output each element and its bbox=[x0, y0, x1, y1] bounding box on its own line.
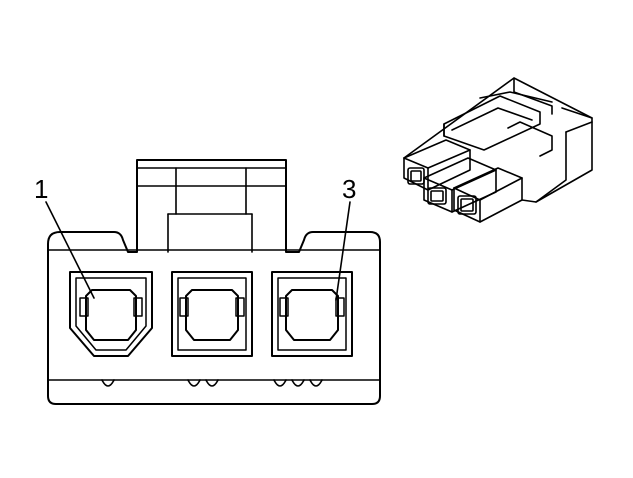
callout-1: 1 bbox=[34, 174, 48, 204]
bottom-key-notches bbox=[101, 379, 323, 387]
latch-detail bbox=[136, 167, 287, 253]
connector-body-outline bbox=[47, 159, 381, 405]
leader-line-3 bbox=[335, 201, 351, 301]
iso-latch bbox=[443, 95, 541, 151]
iso-cavity-3 bbox=[453, 167, 523, 223]
cavity-3 bbox=[271, 271, 353, 357]
leader-line-1 bbox=[45, 201, 95, 299]
connector-isometric-view bbox=[403, 77, 593, 223]
cavity-2 bbox=[171, 271, 253, 357]
callout-3: 3 bbox=[342, 174, 356, 204]
connector-face-view bbox=[45, 159, 381, 405]
iso-body bbox=[403, 77, 593, 203]
iso-cavity-1 bbox=[403, 139, 471, 191]
cavity-1 bbox=[69, 271, 153, 357]
